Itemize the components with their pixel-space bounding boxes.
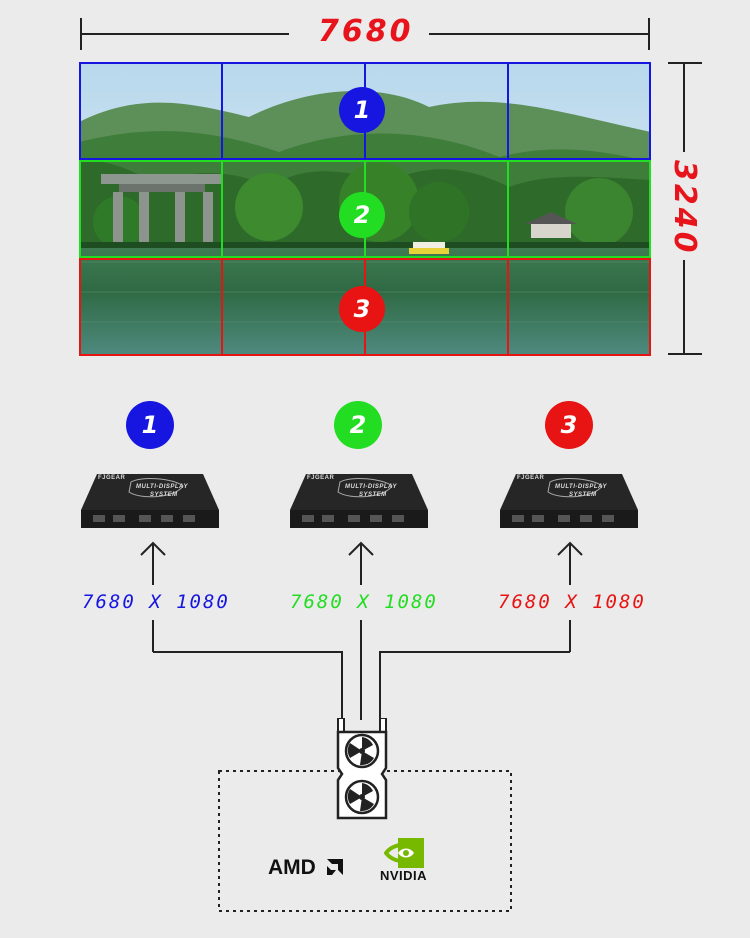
device-3-model-line1: MULTI-DISPLAY [555, 484, 607, 490]
width-label: 7680 [318, 14, 414, 49]
width-dimension-line [80, 18, 650, 50]
graphics-card-icon [336, 718, 388, 820]
device-2-badge: 2 [334, 401, 382, 449]
nvidia-logo-text: NVIDIA [380, 868, 428, 883]
height-dimension-line [668, 62, 702, 355]
device-3-resolution: 7680 X 1080 [498, 591, 646, 613]
amd-arrow-icon [327, 859, 343, 875]
device-1-brand: FJGEAR [98, 475, 126, 481]
column-divider [507, 160, 509, 258]
multi-display-device-3 [498, 470, 640, 532]
row-3-badge: 3 [339, 286, 385, 332]
row-1-badge: 1 [339, 87, 385, 133]
device-2-brand: FJGEAR [307, 475, 335, 481]
multi-display-device-2 [288, 470, 430, 532]
column-divider [221, 258, 223, 356]
nvidia-eye-icon [384, 838, 424, 868]
device-1-badge: 1 [126, 401, 174, 449]
device-icon [81, 474, 219, 528]
device-3-model-line2: SYSTEM [569, 492, 597, 498]
row-2-badge: 2 [339, 192, 385, 238]
device-icon [500, 474, 638, 528]
device-1-model-line1: MULTI-DISPLAY [136, 484, 188, 490]
device-3-badge: 3 [545, 401, 593, 449]
device-icon [290, 474, 428, 528]
column-divider [221, 160, 223, 258]
device-2-model-line2: SYSTEM [359, 492, 387, 498]
amd-logo-text: AMD [268, 856, 316, 879]
column-divider [507, 62, 509, 160]
device-1-resolution: 7680 X 1080 [82, 591, 230, 613]
device-1-model-line2: SYSTEM [150, 492, 178, 498]
column-divider [221, 62, 223, 160]
device-3-brand: FJGEAR [517, 475, 545, 481]
device-2-resolution: 7680 X 1080 [290, 591, 438, 613]
video-wall: 1 2 3 [79, 62, 651, 356]
multi-display-device-1 [79, 470, 221, 532]
column-divider [507, 258, 509, 356]
device-2-model-line1: MULTI-DISPLAY [345, 484, 397, 490]
